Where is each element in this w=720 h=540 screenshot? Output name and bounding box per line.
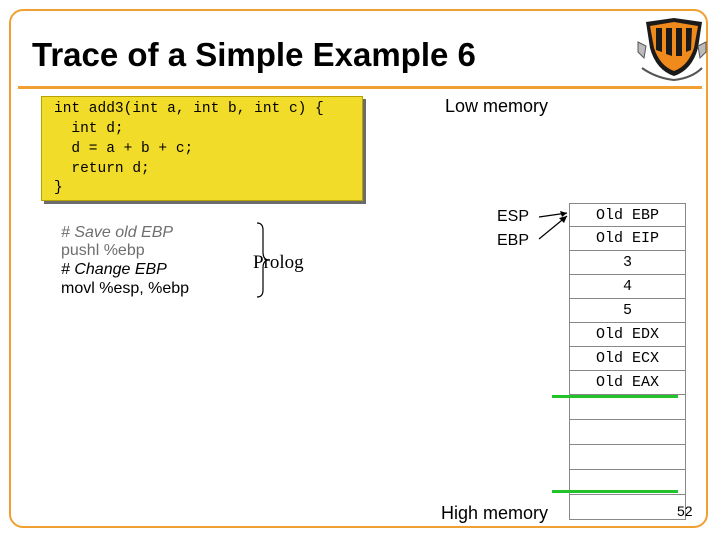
ebp-label: EBP	[497, 232, 530, 249]
prolog-label: Prolog	[253, 252, 304, 273]
stack-cell-empty	[569, 420, 686, 445]
university-shield-logo	[637, 18, 707, 82]
stack-cell-empty	[569, 470, 686, 495]
asm-movl: movl %esp, %ebp	[61, 280, 190, 297]
esp-label: ESP	[497, 208, 530, 225]
stack-cell: Old EBP	[569, 203, 686, 227]
stack-cell-empty	[569, 445, 686, 470]
stack-cell: 5	[569, 299, 686, 323]
asm-comment-change-ebp: # Change EBP	[61, 261, 167, 278]
register-pointer-arrows	[538, 211, 568, 240]
title-underline	[18, 86, 702, 89]
prolog-brace-icon	[256, 222, 270, 298]
stack-diagram: Old EBP Old EIP 3 4 5 Old EDX Old ECX Ol…	[569, 203, 686, 520]
stack-cell: Old EIP	[569, 227, 686, 251]
high-memory-label: High memory	[441, 503, 549, 523]
code-line: return d;	[54, 161, 150, 177]
slide-frame	[9, 9, 708, 528]
asm-pushl: pushl %ebp	[61, 242, 145, 259]
code-line: d = a + b + c;	[54, 141, 194, 157]
slide-title: Trace of a Simple Example 6	[32, 36, 476, 73]
stack-cell: Old ECX	[569, 347, 686, 371]
stack-cell: 3	[569, 251, 686, 275]
stack-cell: 4	[569, 275, 686, 299]
low-memory-label: Low memory	[445, 96, 549, 116]
stack-cell-empty	[569, 395, 686, 420]
c-code-box: int add3(int a, int b, int c) { int d; d…	[41, 96, 363, 201]
page-number: 52	[677, 503, 693, 519]
stack-cell-empty	[569, 495, 686, 520]
frame-divider-line	[552, 490, 678, 493]
asm-comment-save-ebp: # Save old EBP	[61, 224, 174, 241]
code-line: int d;	[54, 121, 124, 137]
code-line: int add3(int a, int b, int c) {	[54, 101, 324, 117]
frame-divider-line	[552, 395, 678, 398]
stack-cell: Old EAX	[569, 371, 686, 395]
stack-cell: Old EDX	[569, 323, 686, 347]
code-line: }	[54, 180, 63, 196]
